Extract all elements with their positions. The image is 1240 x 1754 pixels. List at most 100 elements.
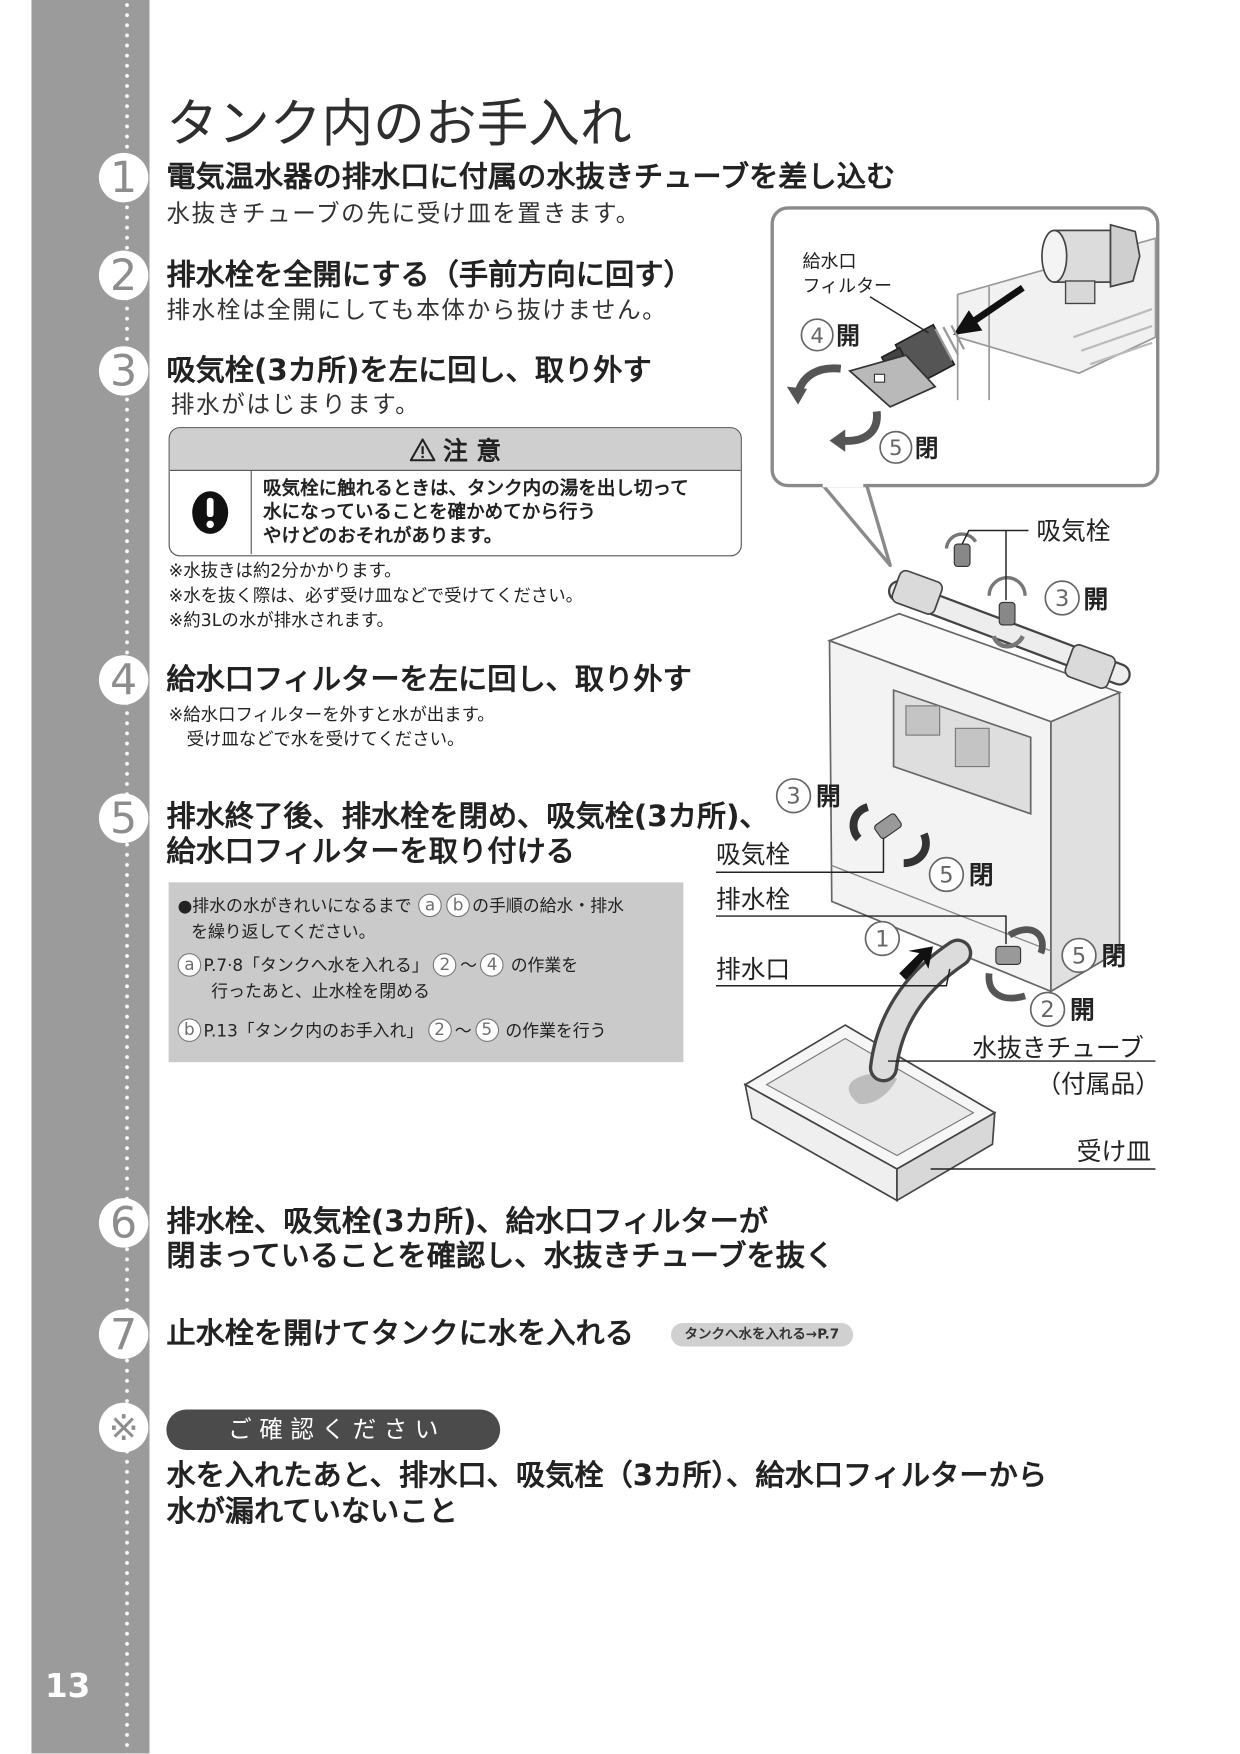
caution-text: 吸気栓に触れるときは、タンク内の湯を出し切って 水になっていることを確かめてから… <box>252 471 689 554</box>
step-marker-7: 7 <box>98 1309 149 1359</box>
item-b-to-badge: 5 <box>474 1017 499 1042</box>
item-a-after: の作業を <box>510 954 579 976</box>
item-a-text: P.7·8「タンクへ水を入れる」 <box>203 954 429 976</box>
heading-line: 閉まっていることを確認し、水抜きチューブを抜く <box>166 1239 835 1274</box>
tube-note: （付属品） <box>1036 1070 1160 1099</box>
tray-right-side <box>896 1111 996 1202</box>
step-4-notes: ※給水口フィルターを外すと水が出ます。 受け皿などで水を受けてください。 <box>169 703 495 752</box>
top-valve-open-num: 3 <box>1055 586 1069 612</box>
rotate-right-arrowhead <box>829 429 846 452</box>
inset-open-badge <box>800 318 834 352</box>
item-b-from-badge: 2 <box>427 1017 452 1042</box>
ref-badge-a: a <box>418 893 442 917</box>
step-marker-1: 1 <box>98 152 149 203</box>
front-valve-close-word: 閉 <box>969 860 994 889</box>
info-text: を繰り返してください。 <box>191 921 376 942</box>
inset-close-num: 5 <box>889 436 903 461</box>
caution-line: やけどのおそれがあります。 <box>263 524 503 547</box>
info-item-b: b P.13「タンク内のお手入れ」 2 〜 5 の作業を行う <box>175 1016 607 1043</box>
inset-filter-label-1: 給水口 <box>803 252 857 273</box>
drain-outlet-label: 排水口 <box>716 955 790 984</box>
item-a-badge: a <box>177 952 202 977</box>
inset-close-badge <box>879 430 913 464</box>
caution-box: 注 意 吸気栓に触れるときは、タンク内の湯を出し切って 水になっていることを確か… <box>168 427 742 557</box>
filter-handle <box>848 354 937 408</box>
rotate-right-arrow <box>840 410 881 445</box>
step-7-heading: 止水栓を開けてタンクに水を入れる <box>166 1317 634 1352</box>
front-valve-close-num: 5 <box>939 862 953 888</box>
inset-open-num: 4 <box>810 324 824 349</box>
page-number: 13 <box>44 1666 91 1706</box>
inlet-joint-face <box>1041 229 1068 283</box>
sidebar-dotted-line <box>124 0 130 1754</box>
tray-label: 受け皿 <box>1077 1137 1151 1166</box>
valve-rotate-arrow <box>987 576 1027 596</box>
top-valve-open-word: 開 <box>1084 585 1109 614</box>
step-marker-6: 6 <box>98 1198 149 1248</box>
warning-triangle-icon <box>409 437 436 461</box>
leader-lines <box>715 529 1156 1170</box>
front-valve-open-arrow <box>849 803 870 842</box>
step-4-heading: 給水口フィルターを左に回し、取り外す <box>166 663 692 697</box>
front-inlet-valve <box>874 813 902 839</box>
step-2-heading: 排水栓を全開にする（手前方向に回す） <box>166 258 693 293</box>
info-item-a-line2: 行ったあと、止水栓を閉める <box>211 977 430 1004</box>
item-a-to-badge: 4 <box>480 952 504 977</box>
note-line: 受け皿などで水を受けてください。 <box>186 729 465 750</box>
front-valve-leader <box>715 838 885 873</box>
item-b-badge: b <box>177 1017 202 1042</box>
drain-valve <box>995 945 1022 965</box>
unit-top-face <box>827 612 1122 723</box>
exclamation-icon <box>192 491 229 534</box>
item-a-line2: 行ったあと、止水栓を閉める <box>211 980 430 1001</box>
drain-close-arrow <box>1007 926 1046 955</box>
front-valve-close-badge <box>928 856 965 893</box>
insert-tube-arrow <box>899 946 933 981</box>
unit-panel-opening <box>954 727 990 768</box>
step-marker-5: 5 <box>98 793 149 843</box>
front-valve-open-num: 3 <box>786 784 800 810</box>
insert-step-num: 1 <box>875 926 889 952</box>
page-reference-pill: タンクへ水を入れる→P.7 <box>671 1322 853 1347</box>
step-marker-2: 2 <box>98 250 149 301</box>
heading-line: 排水終了後、排水栓を閉め、吸気栓(3カ所)、 <box>166 800 769 835</box>
drain-outlet-leader <box>715 968 951 987</box>
front-valve-label: 吸気栓 <box>716 840 790 869</box>
note-line: ※水を抜く際は、必ず受け皿などで受けてください。 <box>168 585 584 606</box>
rotate-left-arrowhead <box>786 386 808 405</box>
inset-filter-label-2: フィルター <box>803 276 892 297</box>
confirm-label-pill: ご 確 認 く だ さ い <box>166 1409 501 1450</box>
caution-line: 水になっていることを確かめてから行う <box>263 501 596 523</box>
front-valve-open-badge <box>775 778 812 814</box>
heading-line: 排水栓、吸気栓(3カ所)、給水口フィルターが <box>166 1204 769 1239</box>
info-item-a: a P.7·8「タンクへ水を入れる」 2 〜 4 の作業を <box>175 951 578 978</box>
top-valve-open-badge <box>1044 580 1080 616</box>
note-line: ※約3Lの水が排水されます。 <box>168 610 394 631</box>
water-heater-unit <box>827 532 1131 1002</box>
inset-filter-leader <box>869 296 929 334</box>
confirm-line: 水が漏れていないこと <box>166 1494 458 1529</box>
unit-panel-opening <box>905 705 941 736</box>
caution-title: 注 意 <box>443 437 502 466</box>
drain-open-arrow <box>985 973 1027 1002</box>
info-row-1: ●排水の水がきれいになるまで a b の手順の給水・排水 <box>178 891 624 918</box>
top-inlet-valve-2 <box>998 601 1016 626</box>
drain-valve-open-word: 開 <box>1070 995 1095 1024</box>
top-pipe-joint <box>891 569 944 615</box>
filter-mesh <box>934 324 966 362</box>
step-3-sub: 排水がはじまります。 <box>170 391 421 419</box>
unit-base-line <box>831 864 1052 952</box>
caution-icon-cell <box>170 470 252 555</box>
item-a-tilde: 〜 <box>460 954 477 976</box>
page-title: タンク内のお手入れ <box>166 93 632 154</box>
front-valve-close-arrow <box>903 832 930 868</box>
drain-valve-leader <box>715 915 1007 945</box>
callout-pointer <box>817 479 892 568</box>
note-line: ※水抜きは約2分かかります。 <box>168 560 402 582</box>
note-line: ※給水口フィルターを外すと水が出ます。 <box>168 704 495 725</box>
drain-procedure-diagram: 給水口 フィルター 4 開 5 閉 <box>715 206 1160 1202</box>
top-inlet-valve-1 <box>953 543 971 568</box>
drain-valve-close-num: 5 <box>1072 943 1086 969</box>
item-b-tilde: 〜 <box>454 1020 472 1041</box>
info-text: ●排水の水がきれいになるまで <box>177 895 412 916</box>
